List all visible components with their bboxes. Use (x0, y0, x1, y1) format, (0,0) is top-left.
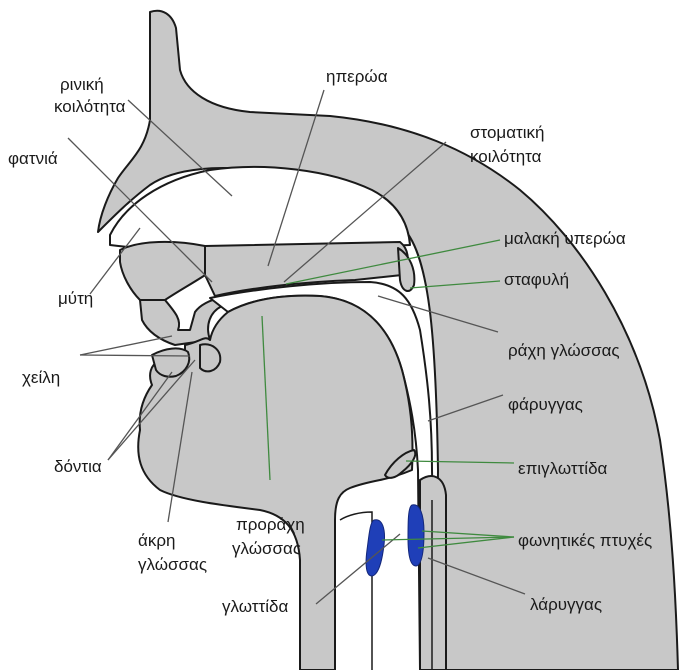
label-tongue-tip-line1: άκρη (138, 531, 175, 550)
lower-teeth-tissue (200, 344, 220, 371)
label-oral-cavity-line2: κοιλότητα (470, 147, 542, 166)
vocal-fold-left (366, 520, 384, 576)
label-uvula: σταφυλή (504, 270, 569, 289)
nose-tissue (120, 242, 213, 300)
label-tongue-front-line1: προράχη (236, 515, 305, 534)
larynx-right-tissue (420, 476, 446, 670)
label-tongue-front-line2: γλώσσας (232, 539, 301, 558)
label-teeth: δόντια (54, 457, 102, 476)
label-larynx: λάρυγγας (530, 595, 602, 614)
label-nasal-cavity-line1: ρινική (60, 75, 104, 94)
label-nose: μύτη (58, 289, 93, 308)
vocal-fold-right (408, 505, 424, 566)
label-vocal-folds: φωνητικές πτυχές (518, 531, 652, 550)
label-alveolar-ridge: φατνιά (8, 149, 58, 168)
label-epiglottis: επιγλωττίδα (518, 459, 608, 478)
label-hard-palate: ηπερώα (326, 67, 388, 86)
label-pharynx: φάρυγγας (508, 395, 583, 414)
label-soft-palate: μαλακή υπερώα (504, 229, 626, 248)
uvula-tissue (398, 248, 414, 291)
label-glottis: γλωττίδα (222, 597, 288, 616)
label-nasal-cavity-line2: κοιλότητα (54, 97, 126, 116)
label-lips: χείλη (22, 368, 60, 387)
label-oral-cavity-line1: στοματική (470, 123, 545, 142)
label-tongue-tip-line2: γλώσσας (138, 555, 207, 574)
label-tongue-back: ράχη γλώσσας (508, 341, 620, 360)
larynx-left-wall (340, 512, 372, 670)
